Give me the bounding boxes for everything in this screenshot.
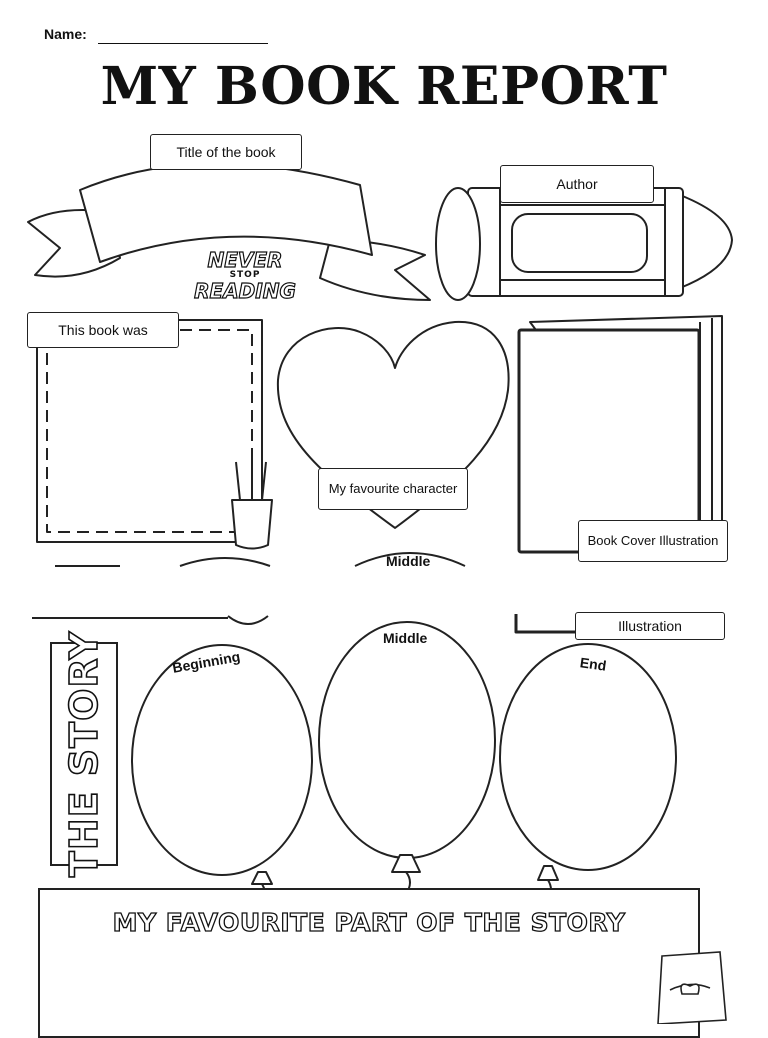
- the-story-vertical-label: THE STORY: [50, 630, 118, 878]
- page-title: MY BOOK REPORT: [100, 56, 668, 117]
- balloon-beginning-shape: [131, 644, 313, 905]
- book-cover: [517, 328, 701, 554]
- favourite-character-label: My favourite character: [318, 468, 468, 510]
- favourite-part-title: MY FAVOURITE PART OF THE STORY: [112, 907, 626, 937]
- favourite-part-box[interactable]: MY FAVOURITE PART OF THE STORY: [38, 888, 700, 1038]
- middle-cutoff-label: Middle: [386, 553, 431, 569]
- crayon-tip: [679, 194, 733, 289]
- pencil-cup: [231, 499, 273, 550]
- book-cover-label: Book Cover Illustration: [578, 520, 728, 562]
- illustration-cutoff-label: Illustration: [575, 612, 725, 640]
- badge-line-2: STOP: [229, 270, 261, 280]
- this-book-was-label: This book was: [27, 312, 179, 348]
- title-of-book-label: Title of the book: [150, 134, 302, 170]
- name-input-line[interactable]: [98, 43, 268, 44]
- name-label: Name:: [44, 26, 87, 42]
- never-stop-reading-badge: NEVER STOP READING: [186, 248, 304, 303]
- crayon-cap: [435, 187, 481, 301]
- balloon-middle-label: Middle: [383, 630, 428, 646]
- balloon-middle-shape: [318, 621, 496, 895]
- crayon-label-window: [511, 213, 648, 273]
- the-story-text: THE STORY: [61, 630, 107, 878]
- badge-line-3: READING: [194, 279, 297, 303]
- balloon-end-shape: [499, 643, 677, 899]
- gift-book-icon: [657, 951, 727, 1024]
- badge-line-1: NEVER: [207, 248, 283, 272]
- author-label: Author: [500, 165, 654, 203]
- this-book-was-frame: [36, 319, 263, 543]
- ribbon-right-tail: [319, 239, 431, 301]
